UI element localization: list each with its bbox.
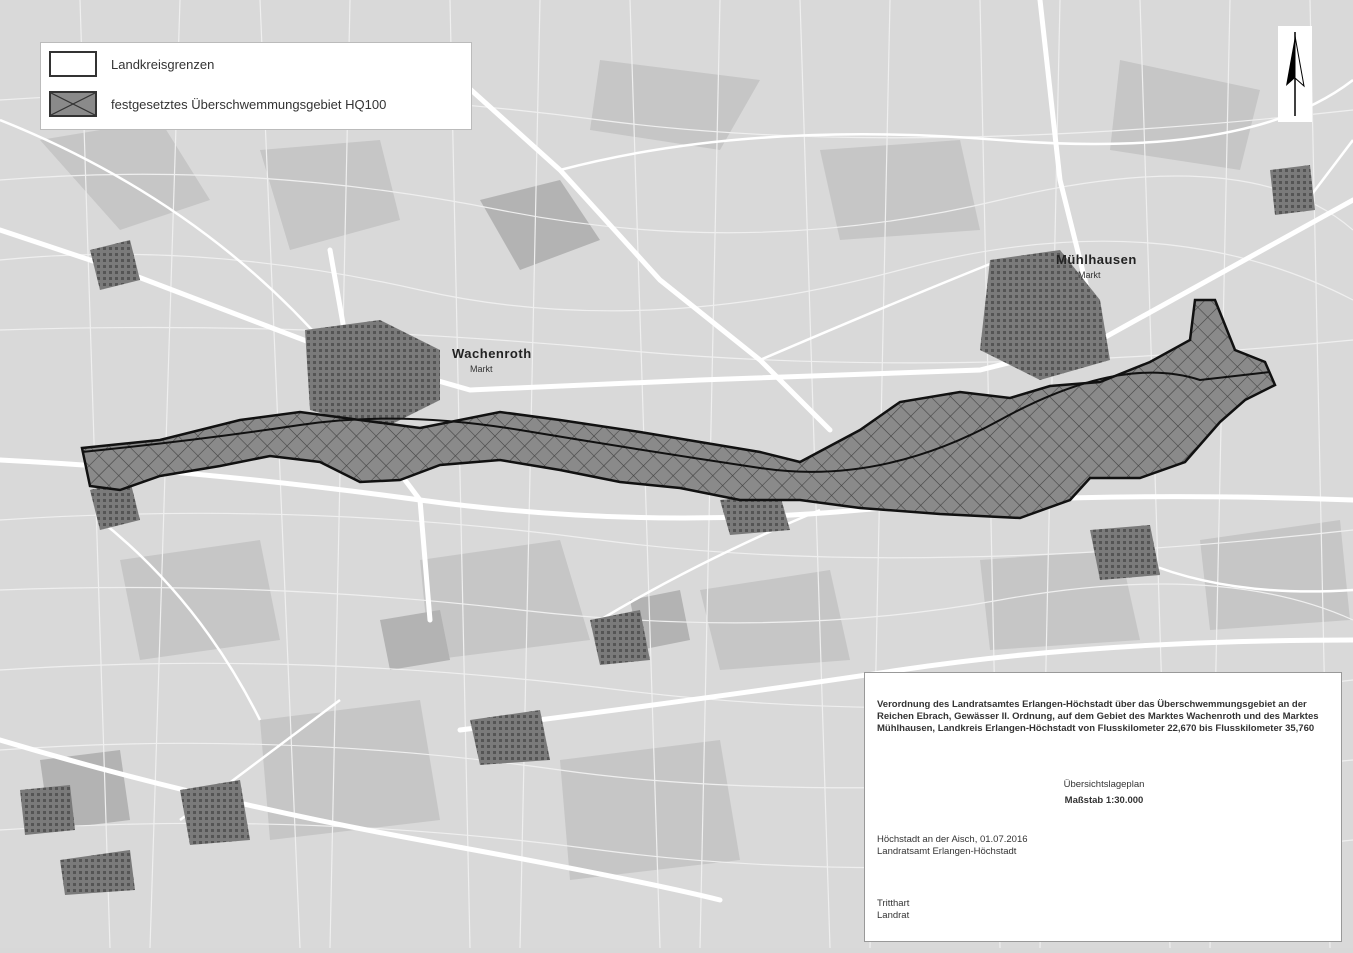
plan-title: Übersichtslageplan — [1063, 779, 1145, 790]
signature-block: Tritthart Landrat — [877, 898, 1331, 922]
settlement-wachenroth — [305, 320, 440, 430]
flood-zone-hq100 — [80, 298, 1277, 520]
white-box-icon — [49, 51, 97, 77]
place-name-wachenroth: Wachenroth — [452, 346, 532, 361]
settlements — [20, 165, 1315, 895]
settlement-muehlhausen — [980, 250, 1110, 380]
signer-name: Tritthart — [877, 898, 910, 909]
river-reiche-ebrach — [81, 371, 1271, 473]
ordinance-description: Verordnung des Landratsamtes Erlangen-Hö… — [877, 699, 1319, 734]
field-patches — [40, 60, 1350, 880]
place-date: Höchstadt an der Aisch, 01.07.2016 — [877, 834, 1028, 845]
signer-role: Landrat — [877, 910, 910, 921]
place-sub-muehlhausen: Markt — [1078, 270, 1101, 280]
north-arrow-icon — [1278, 26, 1312, 122]
legend-label: Landkreisgrenzen — [111, 56, 215, 72]
hatched-box-icon — [49, 91, 97, 117]
place-name-muehlhausen: Mühlhausen — [1056, 252, 1137, 267]
title-block: Verordnung des Landratsamtes Erlangen-Hö… — [864, 672, 1342, 942]
legend-item-district-border: Landkreisgrenzen — [49, 49, 214, 79]
authority: Landratsamt Erlangen-Höchstadt — [877, 846, 1017, 857]
legend-label: festgesetztes Überschwemmungsgebiet HQ10… — [111, 96, 387, 112]
map-legend: Landkreisgrenzen festgesetztes Überschwe… — [40, 42, 472, 130]
map-scale: Maßstab 1:30.000 — [1064, 795, 1144, 806]
legend-item-flood-zone: festgesetztes Überschwemmungsgebiet HQ10… — [49, 89, 386, 119]
place-sub-wachenroth: Markt — [470, 364, 493, 374]
